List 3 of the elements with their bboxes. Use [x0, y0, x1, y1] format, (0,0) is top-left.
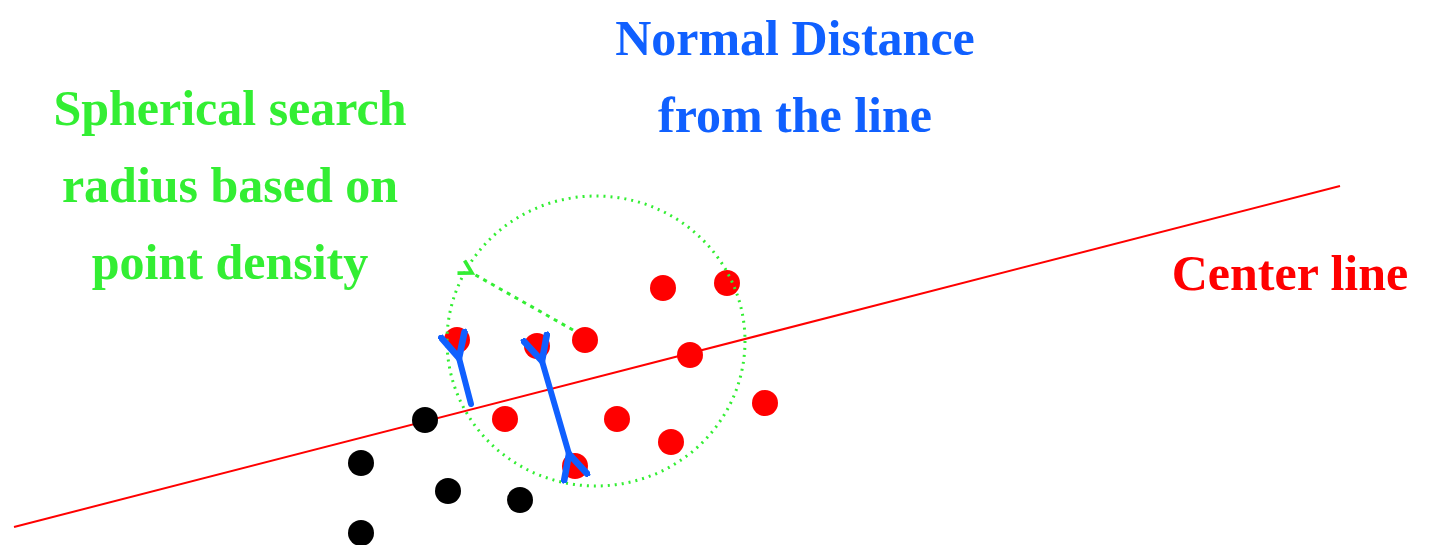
annotation-text: Center line	[1170, 244, 1410, 303]
annotation-text: Normal Distance from the line	[614, 9, 976, 145]
annotation-text: Spherical search radius based on point density	[52, 79, 408, 292]
